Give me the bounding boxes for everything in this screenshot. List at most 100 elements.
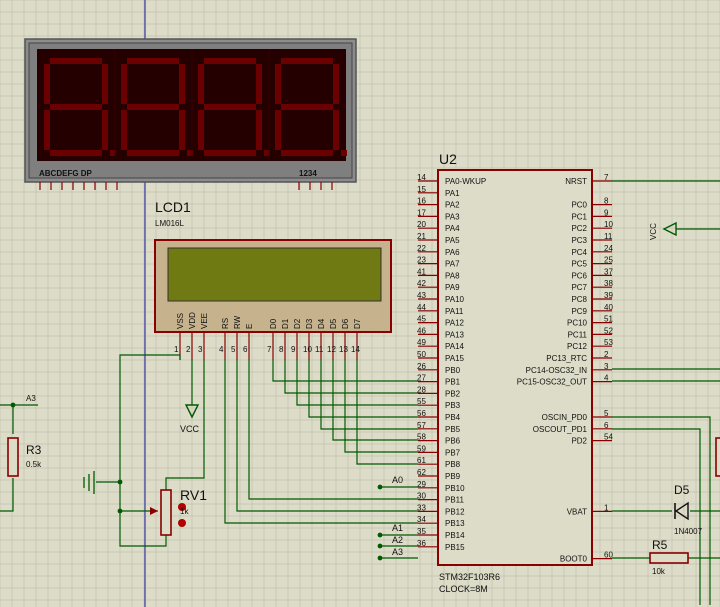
mcu-pin-name: PA14 [445,342,465,351]
lcd-pin-d2[interactable]: D29 [291,318,302,360]
lcd-pin-e[interactable]: E6 [243,324,254,360]
r3-resistor[interactable] [7,437,19,477]
lcd-pin-rs[interactable]: RS4 [219,318,230,360]
vcc-lcd-terminal [184,404,200,419]
d5-diode[interactable] [674,501,689,521]
lcd-pin-rw[interactable]: RW5 [231,315,242,360]
mcu-pin-name: PA7 [445,260,460,269]
lcd-pin-number: 1 [174,345,179,354]
mcu-part: STM32F103R6 [439,572,500,582]
r3-ref: R3 [26,443,42,457]
mcu-pin-name: PB3 [445,401,461,410]
mcu-pin-name: PA8 [445,271,460,280]
d5-ref: D5 [674,483,690,497]
mcu-pin-number: 62 [417,468,426,477]
r3-value: 0.5k [26,460,42,469]
net-label-a1: A1 [392,523,403,533]
mcu-pin-number: 7 [604,173,609,182]
rv1-potentiometer[interactable] [150,489,186,536]
seven-segment-display[interactable]: ABCDEFG DP 1234 [24,38,357,190]
lcd-pin-d0[interactable]: D07 [267,318,278,360]
r5-resistor[interactable] [649,552,689,564]
lcd-pin-name: D1 [281,318,290,329]
mcu-body[interactable] [437,169,593,566]
mcu-pin-name: NRST [565,177,587,186]
mcu-pin-name: PC15-OSC32_OUT [517,378,587,387]
mcu-pin-number: 43 [417,291,426,300]
mcu-pin-number: 59 [417,444,426,453]
lcd-pins: VSS1VDD2VEE3RS4RW5E6D07D18D29D310D411D51… [174,312,362,360]
mcu-pin-number: 58 [417,433,426,442]
digit-1 [44,58,116,156]
mcu-pin-number: 39 [604,291,613,300]
mcu-pin-number: 14 [417,173,426,182]
lcd-pin-d1[interactable]: D18 [279,318,290,360]
mcu-pin-name: PB9 [445,472,461,481]
mcu-pin-nrst[interactable]: 7 NRST [565,173,612,186]
mcu-pin-pb9[interactable]: 62 PB9 [417,468,461,481]
mcu-pin-number: 28 [417,385,426,394]
lcd-module[interactable] [154,239,392,333]
